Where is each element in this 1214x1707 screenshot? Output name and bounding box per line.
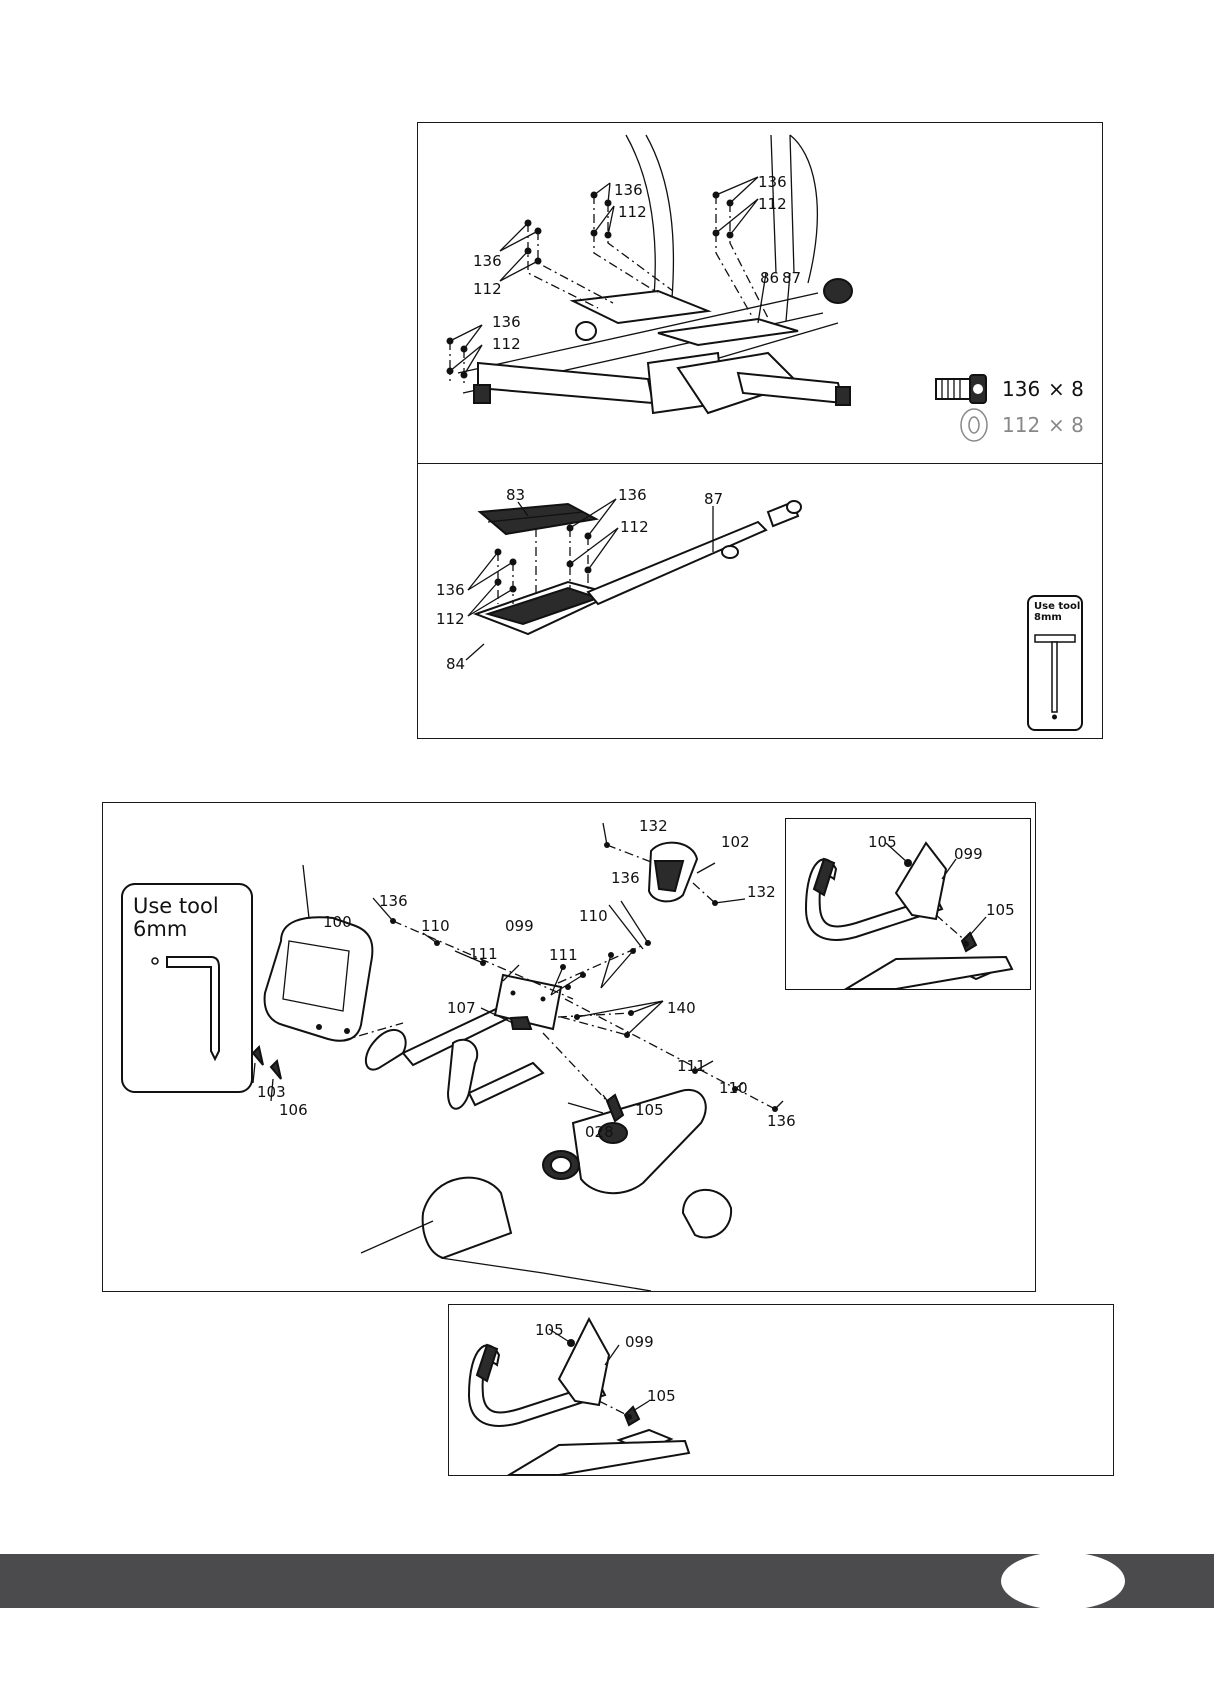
label-83: 83	[506, 486, 525, 504]
label-136-b: 136	[614, 181, 643, 199]
label-105: 105	[635, 1101, 664, 1119]
legend-washer-qty: × 8	[1048, 413, 1084, 437]
tool-8mm-line1: Use tool	[1034, 601, 1081, 612]
label-84: 84	[446, 655, 465, 673]
label-140: 140	[667, 999, 696, 1017]
label-028: 028	[585, 1123, 614, 1141]
inset-label-099: 099	[954, 845, 983, 863]
label-136-i: 136	[767, 1112, 796, 1130]
label-100: 100	[323, 913, 352, 931]
label-112-f: 112	[436, 610, 465, 628]
hex-screw-icon	[936, 375, 986, 403]
label-111-a: 111	[469, 945, 498, 963]
label-112-e: 112	[620, 518, 649, 536]
label-86: 86	[760, 269, 779, 287]
detail-label-099: 099	[625, 1333, 654, 1351]
label-136-e: 136	[618, 486, 647, 504]
label-103: 103	[257, 1083, 286, 1101]
detail-label-105-a: 105	[535, 1321, 564, 1339]
label-132-b: 132	[747, 883, 776, 901]
console-inset: 105 099 105	[785, 818, 1031, 990]
label-110-a: 110	[421, 917, 450, 935]
label-102: 102	[721, 833, 750, 851]
inset-diagram: 105 099 105	[786, 819, 1030, 989]
label-87-b: 87	[704, 490, 723, 508]
tool-6mm-line2: 6mm	[133, 918, 251, 941]
pedal-diagram: 83 136 112 87 136 112 84	[418, 464, 1102, 738]
tool-callout-8mm: Use tool 8mm	[1027, 595, 1083, 731]
legend-washer-code: 112	[1002, 413, 1040, 437]
label-099: 099	[505, 917, 534, 935]
label-136-h: 136	[611, 869, 640, 887]
label-87: 87	[782, 269, 801, 287]
legend-screw-code: 136	[1002, 377, 1040, 401]
label-136-f: 136	[436, 581, 465, 599]
label-132-a: 132	[639, 817, 668, 835]
detail-diagram: 105 099 105	[449, 1305, 1113, 1475]
label-110-c: 110	[719, 1079, 748, 1097]
page-number-oval	[1001, 1552, 1125, 1610]
assembly-panel-frame: 136 112 136 112 136 112 136 112 86 87 13…	[417, 122, 1103, 466]
assembly-panel-detail: 105 099 105	[448, 1304, 1114, 1476]
frame-diagram: 136 112 136 112 136 112 136 112 86 87 13…	[418, 123, 1102, 465]
allen-key-icon	[123, 951, 251, 1081]
label-136-c: 136	[758, 173, 787, 191]
label-112-c: 112	[758, 195, 787, 213]
tool-callout-6mm: Use tool 6mm	[121, 883, 253, 1093]
label-111-c: 111	[677, 1057, 706, 1075]
t-wrench-icon	[1029, 627, 1081, 727]
inset-label-105-a: 105	[868, 833, 897, 851]
assembly-panel-pedal: 83 136 112 87 136 112 84 Use tool 8mm	[417, 463, 1103, 739]
label-112-a: 112	[473, 280, 502, 298]
tool-6mm-line1: Use tool	[133, 895, 251, 918]
label-136-d: 136	[492, 313, 521, 331]
label-106: 106	[279, 1101, 308, 1119]
label-112-d: 112	[492, 335, 521, 353]
label-110-b: 110	[579, 907, 608, 925]
legend-screw-qty: × 8	[1048, 377, 1084, 401]
tool-8mm-line2: 8mm	[1034, 612, 1081, 623]
label-107: 107	[447, 999, 476, 1017]
label-112-b: 112	[618, 203, 647, 221]
label-111-b: 111	[549, 946, 578, 964]
label-136-g: 136	[379, 892, 408, 910]
detail-label-105-b: 105	[647, 1387, 676, 1405]
washer-icon	[961, 409, 987, 441]
label-136-a: 136	[473, 252, 502, 270]
assembly-panel-console: 132 102 132 136 136 110 099 100 111 111 …	[102, 802, 1036, 1292]
inset-label-105-b: 105	[986, 901, 1015, 919]
